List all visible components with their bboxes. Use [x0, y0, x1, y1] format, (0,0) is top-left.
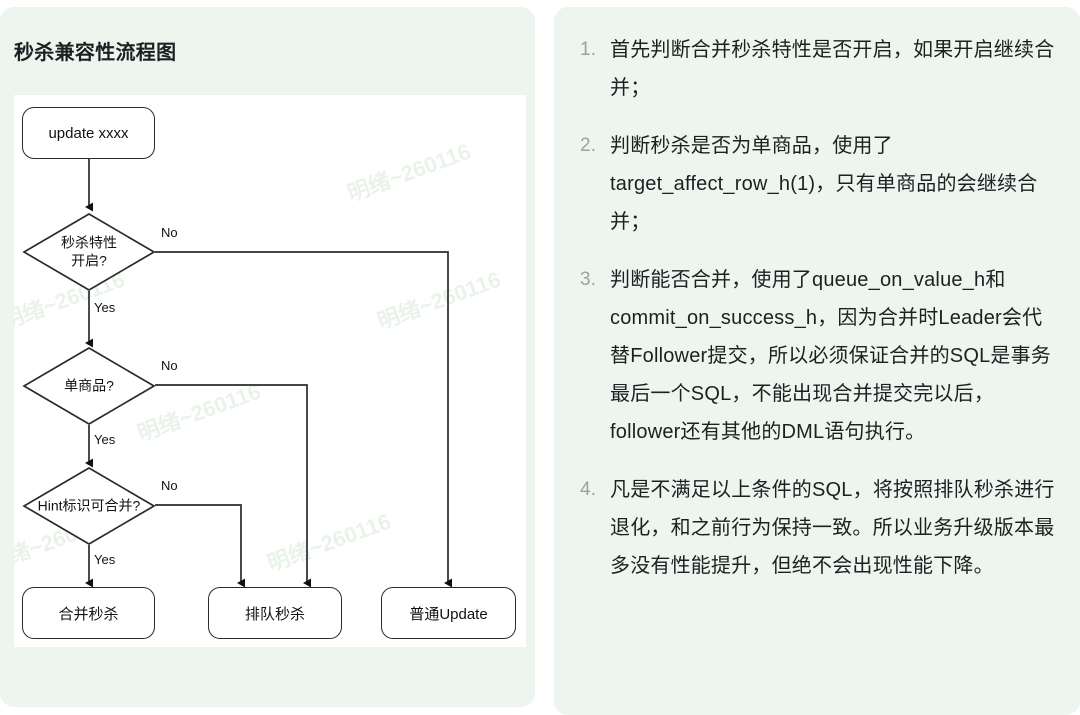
flowchart-panel: 秒杀兼容性流程图 明绪~260116 明绪~260116 明绪~260116 明…: [0, 7, 535, 707]
flow-node-label-line2: 开启?: [71, 252, 107, 268]
flow-node-decision-hint-mergeable[interactable]: Hint标识可合并?: [22, 467, 156, 545]
list-item-text: 判断秒杀是否为单商品，使用了target_affect_row_h(1)，只有单…: [610, 135, 1038, 233]
flow-node-label: update xxxx: [48, 124, 129, 142]
list-item: 1. 首先判断合并秒杀特性是否开启，如果开启继续合并；: [576, 31, 1058, 107]
flowchart-edges: [85, 159, 452, 588]
flow-node-decision-single-item[interactable]: 单商品?: [22, 347, 156, 425]
list-item: 4. 凡是不满足以上条件的SQL，将按照排队秒杀进行退化，和之前行为保持一致。所…: [576, 471, 1058, 585]
notes-panel: 1. 首先判断合并秒杀特性是否开启，如果开启继续合并； 2. 判断秒杀是否为单商…: [554, 7, 1080, 715]
edge-label-d1-no: No: [161, 225, 178, 240]
notes-list: 1. 首先判断合并秒杀特性是否开启，如果开启继续合并； 2. 判断秒杀是否为单商…: [576, 31, 1058, 585]
list-item: 2. 判断秒杀是否为单商品，使用了target_affect_row_h(1)，…: [576, 127, 1058, 241]
edge-label-d3-yes: Yes: [94, 552, 116, 567]
list-item-number: 3.: [580, 269, 596, 290]
flow-node-label-line1: 秒杀特性: [61, 234, 117, 251]
list-item-number: 4.: [580, 479, 596, 500]
flow-node-end-queue-seckill[interactable]: 排队秒杀: [208, 587, 342, 639]
edge-label-d2-yes: Yes: [94, 432, 116, 447]
flow-node-label: 合并秒杀: [58, 605, 119, 623]
flow-node-start[interactable]: update xxxx: [22, 107, 155, 159]
flow-node-label: 排队秒杀: [244, 605, 305, 623]
flow-node-label: 秒杀特性 开启?: [61, 235, 117, 270]
edge-label-d1-yes: Yes: [94, 300, 116, 315]
flow-node-label: 单商品?: [64, 377, 114, 394]
flowchart-canvas: 明绪~260116 明绪~260116 明绪~260116 明绪~260116 …: [14, 95, 526, 647]
list-item-text: 判断能否合并，使用了queue_on_value_h和commit_on_suc…: [610, 269, 1051, 443]
flow-node-label: Hint标识可合并?: [37, 497, 141, 514]
list-item: 3. 判断能否合并，使用了queue_on_value_h和commit_on_…: [576, 261, 1058, 451]
list-item-text: 首先判断合并秒杀特性是否开启，如果开启继续合并；: [610, 39, 1055, 99]
flow-node-end-merge-seckill[interactable]: 合并秒杀: [22, 587, 155, 639]
list-item-number: 1.: [580, 39, 596, 60]
flow-node-label: 普通Update: [409, 605, 488, 623]
edge-label-d2-no: No: [161, 358, 178, 373]
list-item-text: 凡是不满足以上条件的SQL，将按照排队秒杀进行退化，和之前行为保持一致。所以业务…: [610, 479, 1055, 577]
edge-label-d3-no: No: [161, 478, 178, 493]
list-item-number: 2.: [580, 135, 596, 156]
page-title: 秒杀兼容性流程图: [14, 42, 177, 64]
flow-node-end-normal-update[interactable]: 普通Update: [381, 587, 516, 639]
flow-node-decision-feature-enabled[interactable]: 秒杀特性 开启?: [22, 213, 156, 291]
